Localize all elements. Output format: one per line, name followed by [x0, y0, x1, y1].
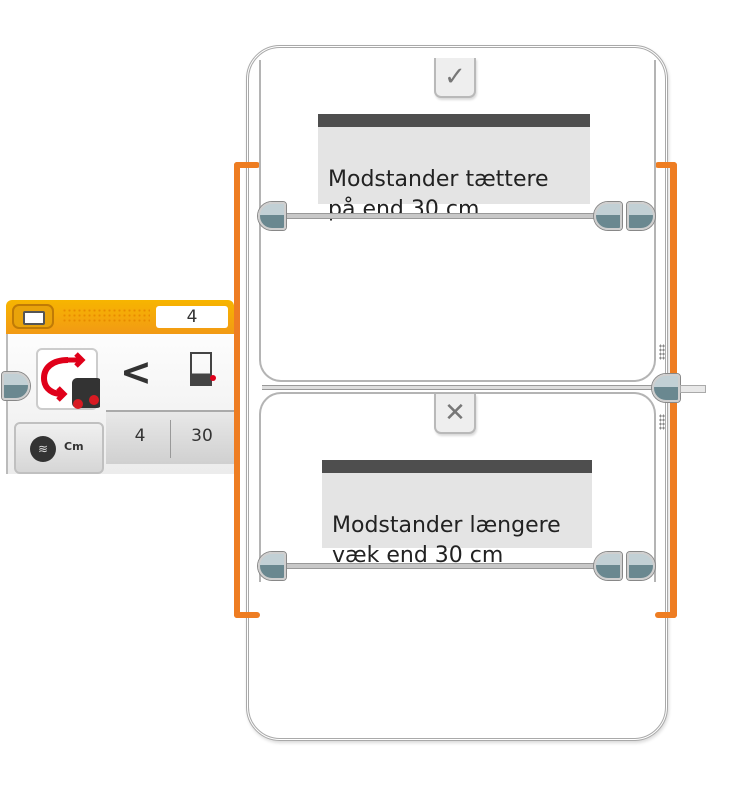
- resize-grip-icon[interactable]: [659, 344, 665, 360]
- switch-left-bracket: [234, 162, 240, 618]
- comment-text: Modstander længere væk end 30 cm: [332, 513, 561, 568]
- true-case-tab[interactable]: ✓: [434, 58, 476, 98]
- sequence-plug-in[interactable]: [2, 372, 30, 400]
- check-icon: ✓: [444, 62, 466, 92]
- input-port-value[interactable]: 4: [134, 426, 146, 446]
- unit-label: Cm: [64, 440, 84, 453]
- output-connector-stub: [680, 385, 706, 393]
- false-case-comment[interactable]: Modstander længere væk end 30 cm: [322, 460, 592, 568]
- unit-selector[interactable]: ≋ Cm: [14, 422, 104, 474]
- bracket-bottom-left: [234, 612, 260, 618]
- port-selector-icon[interactable]: [12, 304, 54, 329]
- input-threshold-value[interactable]: 30: [191, 426, 213, 446]
- input-values: 4 30: [106, 410, 234, 464]
- switch-output-plug[interactable]: [652, 374, 680, 402]
- true-case-comment[interactable]: Modstander tættere på end 30 cm: [318, 114, 590, 222]
- input-divider: [170, 420, 171, 458]
- mode-selector[interactable]: [36, 348, 102, 410]
- bracket-top-right: [655, 162, 677, 168]
- false-case-sequence-wire: [284, 563, 596, 569]
- sensor-compare-block[interactable]: 4 < 4 30 ≋ Cm: [2, 300, 234, 478]
- block-header: 4: [6, 300, 234, 334]
- true-case-sequence-wire: [284, 213, 596, 219]
- operator-label[interactable]: <: [120, 350, 152, 394]
- sequence-plug-out[interactable]: [594, 202, 622, 230]
- false-case-tab[interactable]: ✕: [434, 394, 476, 434]
- sequence-plug-exit[interactable]: [627, 552, 655, 580]
- ultrasonic-sensor-icon: [40, 352, 102, 409]
- sequence-plug-in[interactable]: [258, 202, 286, 230]
- cm-icon: ≋: [30, 436, 56, 462]
- sequence-plug-exit[interactable]: [627, 202, 655, 230]
- true-case-panel[interactable]: [259, 60, 656, 382]
- case-divider: [262, 385, 654, 390]
- grip-dots: [62, 308, 150, 324]
- sequence-plug-out[interactable]: [594, 552, 622, 580]
- resize-grip-icon[interactable]: [659, 414, 665, 430]
- bracket-bottom-right: [655, 612, 677, 618]
- port-value[interactable]: 4: [156, 306, 228, 328]
- x-icon: ✕: [444, 398, 466, 428]
- sequence-plug-in[interactable]: [258, 552, 286, 580]
- compare-level-icon[interactable]: [190, 352, 216, 386]
- bracket-top-left: [234, 162, 260, 168]
